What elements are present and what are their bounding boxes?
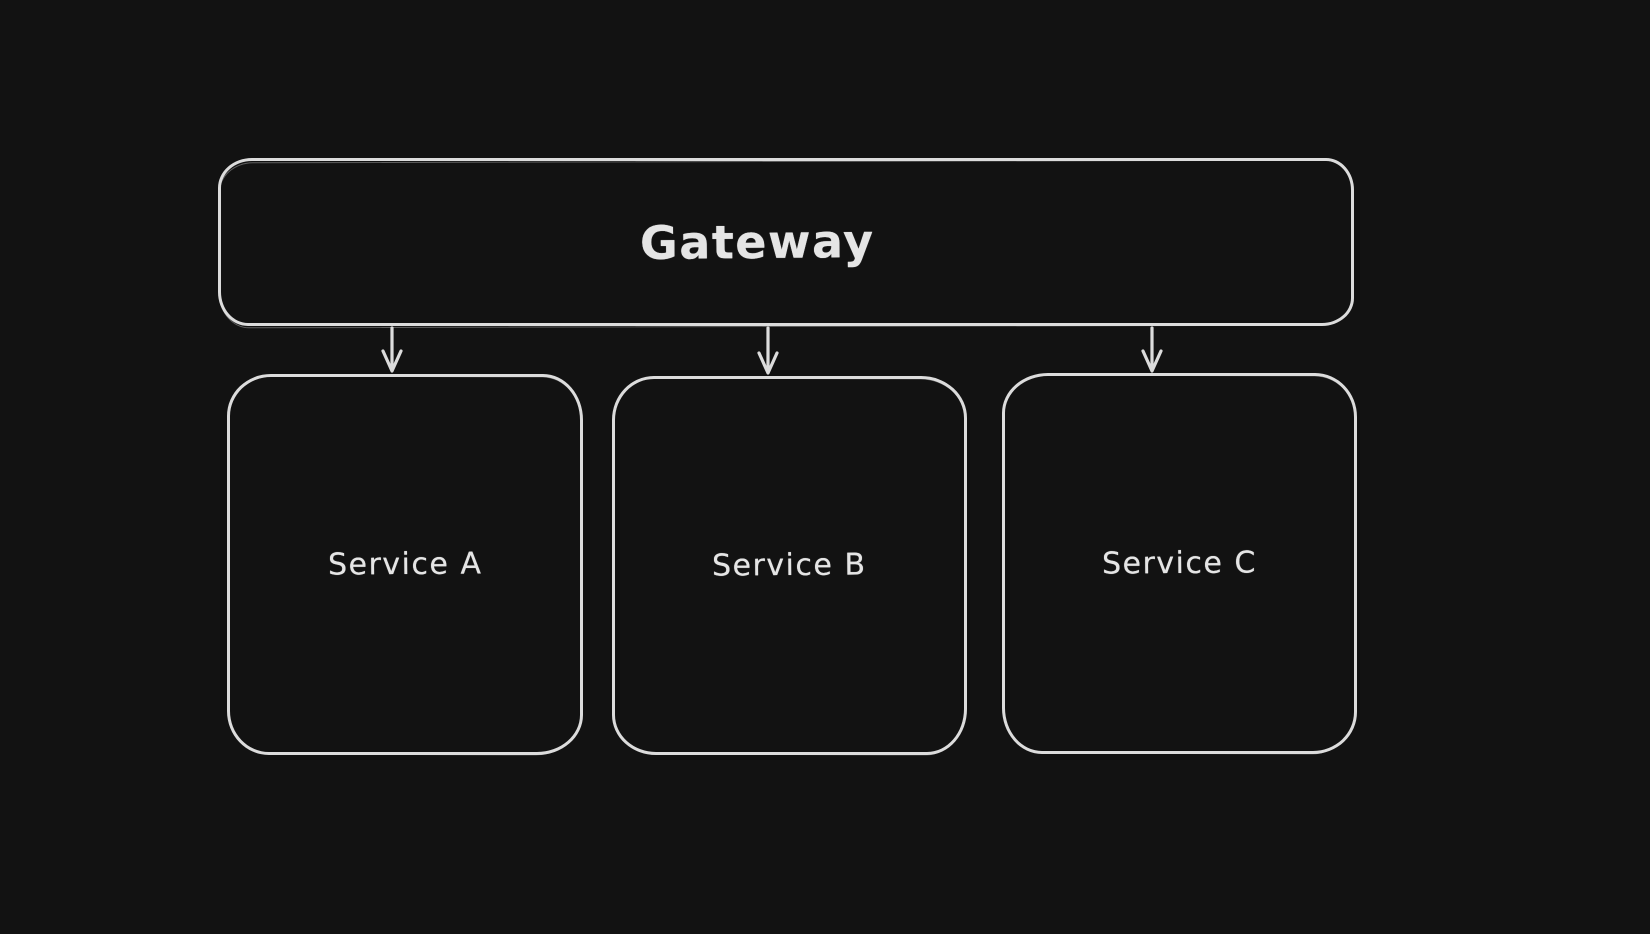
arrow-gateway-to-service-b-icon[interactable] [757,326,779,375]
gateway-label: Gateway [639,213,875,271]
arrow-head [757,351,779,375]
service-c-label: Service C [1101,545,1258,582]
arrow-head [381,349,403,373]
service-b-node[interactable]: Service B [612,376,967,755]
service-a-node[interactable]: Service A [227,374,583,755]
service-c-node[interactable]: Service C [1002,373,1357,754]
gateway-node[interactable]: Gateway [218,158,1354,326]
service-a-label: Service A [327,546,483,583]
arrow-gateway-to-service-c-icon[interactable] [1141,326,1163,373]
arrow-head [1141,349,1163,373]
service-b-label: Service B [712,547,867,584]
arrow-gateway-to-service-a-icon[interactable] [381,326,403,373]
